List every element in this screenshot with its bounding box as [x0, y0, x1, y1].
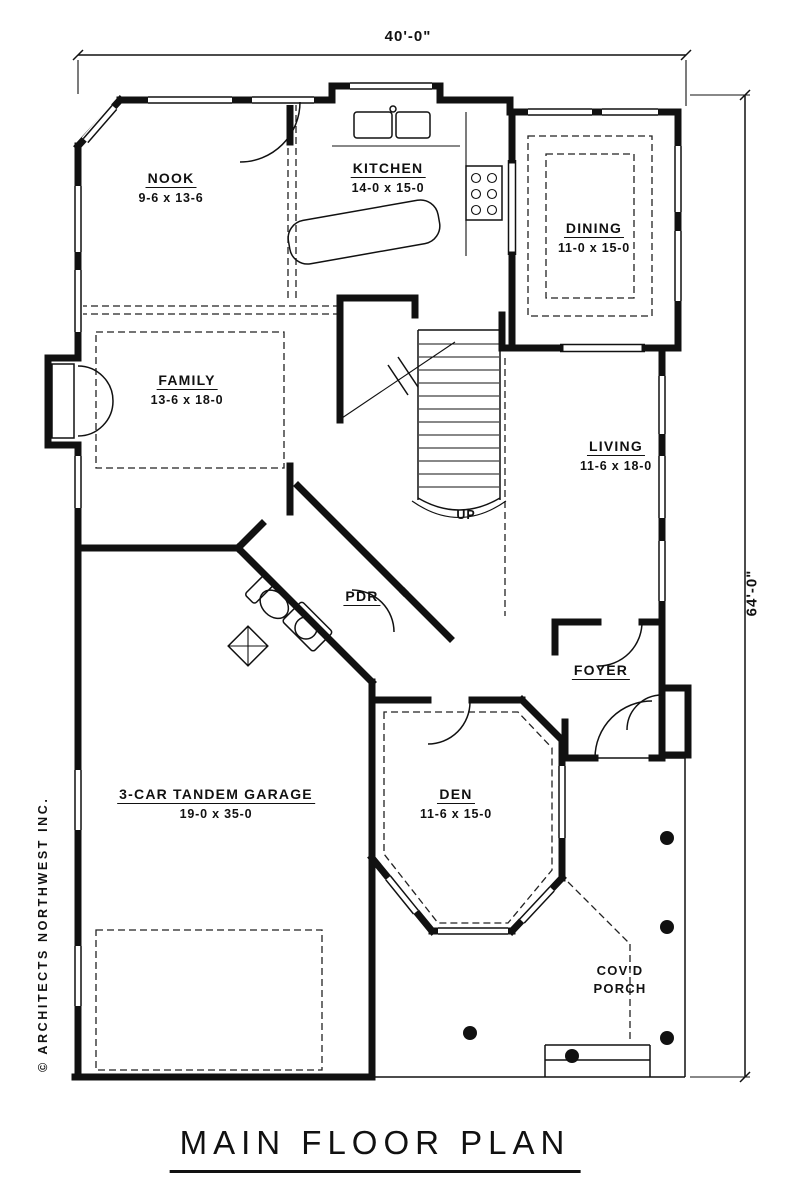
room-name-kitchen: KITCHEN [350, 160, 426, 178]
room-label-foyer: FOYER [571, 662, 631, 680]
room-label-porch: COV'D PORCH [594, 962, 647, 998]
room-name-nook: NOOK [145, 170, 197, 188]
porch-columns [463, 831, 674, 1063]
dimension-lines [72, 49, 751, 1083]
room-size-family: 13-6 x 18-0 [150, 393, 224, 407]
staircase [341, 315, 507, 518]
room-size-dining: 11-0 x 15-0 [557, 241, 631, 255]
room-label-pdr: PDR [343, 588, 381, 606]
room-label-dining: DINING 11-0 x 15-0 [558, 220, 630, 255]
room-name-porch-line2: PORCH [593, 981, 647, 996]
room-label-family: FAMILY 13-6 x 18-0 [151, 372, 224, 407]
cased-openings [507, 160, 645, 353]
room-label-living: LIVING 11-6 x 18-0 [580, 438, 652, 473]
room-name-living: LIVING [587, 438, 645, 456]
room-label-den: DEN 11-6 x 15-0 [420, 786, 492, 821]
stairs-up-label: UP [456, 508, 476, 522]
room-label-garage: 3-CAR TANDEM GARAGE 19-0 x 35-0 [117, 786, 315, 821]
room-name-foyer: FOYER [571, 662, 631, 680]
room-label-kitchen: KITCHEN 14-0 x 15-0 [350, 160, 426, 195]
door-arcs [239, 101, 663, 759]
copyright-text: © ARCHITECTS NORTHWEST INC. [36, 796, 50, 1072]
room-name-dining: DINING [563, 220, 625, 238]
room-name-porch-line1: COV'D [596, 963, 644, 978]
room-size-kitchen: 14-0 x 15-0 [351, 181, 425, 195]
windows [73, 81, 683, 1006]
dashed-ceiling-lines [80, 104, 653, 1071]
plan-title: MAIN FLOOR PLAN [169, 1124, 581, 1173]
room-size-garage: 19-0 x 35-0 [179, 807, 253, 821]
room-name-pdr: PDR [343, 588, 381, 606]
room-name-den: DEN [437, 786, 475, 804]
room-label-nook: NOOK 9-6 x 13-6 [139, 170, 204, 205]
room-size-den: 11-6 x 15-0 [419, 807, 493, 821]
dimension-width-label: 40'-0" [384, 28, 432, 45]
dimension-depth-label: 64'-0" [743, 569, 761, 617]
powder-room-fixtures [227, 575, 333, 667]
room-size-nook: 9-6 x 13-6 [138, 191, 204, 205]
kitchen-fixtures [287, 105, 503, 265]
room-size-living: 11-6 x 18-0 [579, 459, 653, 473]
fireplace [51, 363, 114, 439]
room-name-family: FAMILY [156, 372, 218, 390]
room-name-garage: 3-CAR TANDEM GARAGE [117, 786, 315, 804]
